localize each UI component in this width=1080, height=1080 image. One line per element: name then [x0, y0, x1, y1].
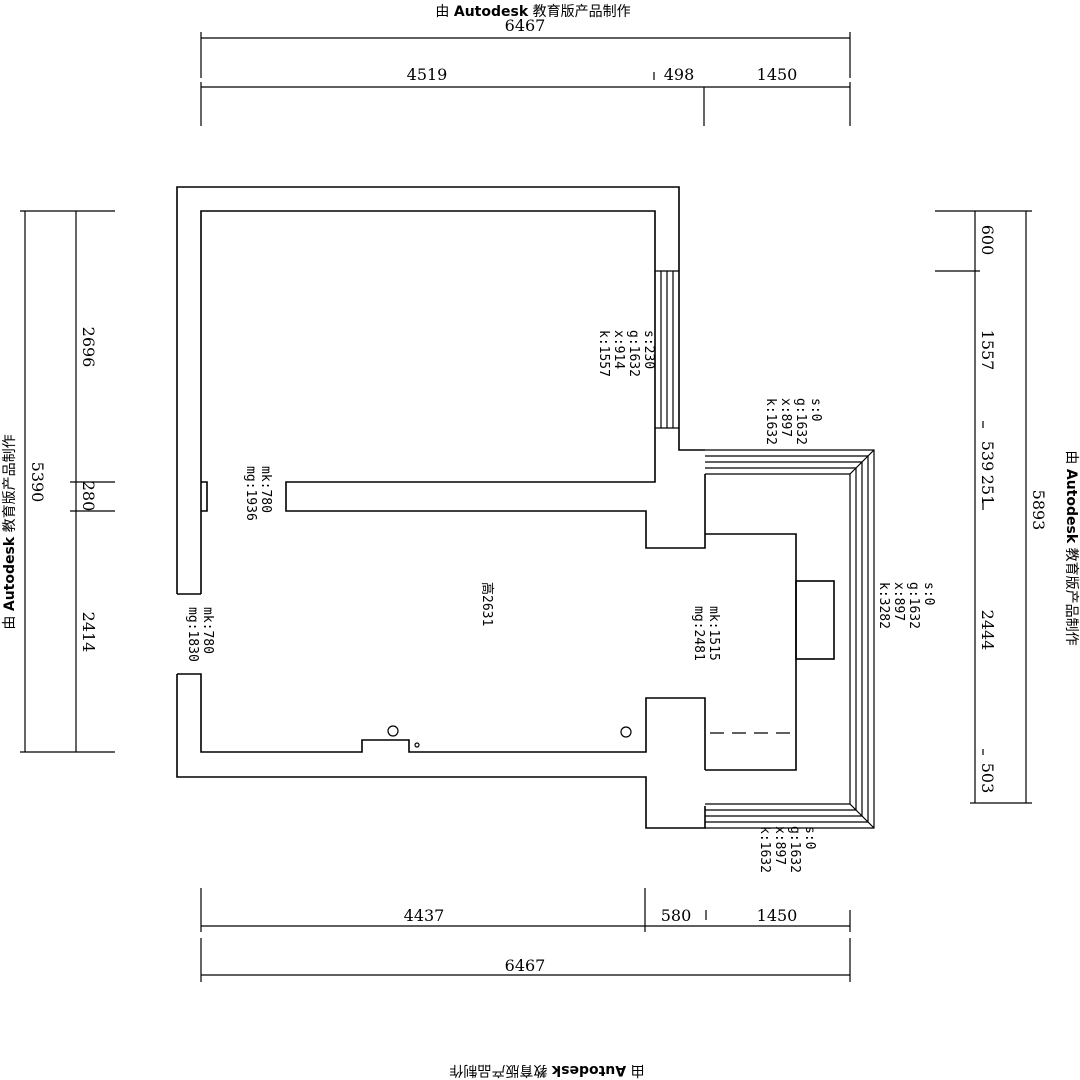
dimension-bottom: 4437 580 1450 6467: [200, 888, 851, 982]
dim-left-total: 5390: [28, 462, 47, 503]
dim-top-seg-3: 1450: [757, 65, 798, 84]
dim-top-seg-1: 4519: [407, 65, 448, 84]
watermark-top: 由 Autodesk 教育版产品制作: [435, 4, 630, 20]
walls: [176, 186, 835, 829]
svg-text:g:1632: g:1632: [626, 330, 641, 377]
svg-text:x:897: x:897: [772, 826, 787, 865]
svg-text:s:0: s:0: [808, 398, 823, 421]
annotation-window-top: s:230 g:1632 x:914 k:1557: [596, 330, 656, 377]
annotation-bay-top: s:0 g:1632 x:897 k:1632: [763, 398, 823, 445]
window-upper-right: [655, 270, 679, 429]
dim-right-seg-3: 539: [978, 441, 997, 472]
dim-right-seg-1: 600: [978, 225, 997, 256]
svg-text:s:230: s:230: [641, 330, 656, 369]
svg-text:g:1632: g:1632: [793, 398, 808, 445]
dim-bottom-seg-1: 4437: [404, 906, 445, 925]
svg-text:x:897: x:897: [891, 582, 906, 621]
svg-text:mg:2481: mg:2481: [691, 606, 706, 661]
svg-text:x:897: x:897: [778, 398, 793, 437]
dim-left-seg-3: 2414: [79, 612, 98, 653]
dim-right-seg-6: 503: [978, 763, 997, 794]
svg-text:mk:1515: mk:1515: [706, 606, 721, 661]
svg-text:k:3282: k:3282: [876, 582, 891, 629]
dimension-left: 5390 2696 280 2414: [20, 210, 115, 753]
svg-text:mk:780: mk:780: [200, 607, 215, 654]
dimension-top: 6467 4519 498 1450: [200, 16, 851, 126]
dimension-right: 600 1557 539 251 2444 503 5893: [935, 210, 1048, 804]
dim-top-seg-2: 498: [664, 65, 695, 84]
svg-text:x:914: x:914: [611, 330, 626, 369]
dim-bottom-seg-3: 1450: [757, 906, 798, 925]
annotation-door-left: mk:780 mg:1830: [185, 607, 215, 662]
annotation-opening-mid: mk:780 mg:1936: [243, 466, 273, 521]
dim-bottom-total: 6467: [505, 956, 546, 975]
svg-text:k:1632: k:1632: [763, 398, 778, 445]
annotation-bay-bottom: s:0 g:1632 x:897 k:1632: [757, 826, 817, 873]
svg-text:mk:780: mk:780: [258, 466, 273, 513]
annotation-opening-right: mk:1515 mg:2481: [691, 606, 721, 661]
dim-right-seg-2: 1557: [978, 330, 997, 371]
fixtures: [387, 725, 632, 748]
dim-left-seg-1: 2696: [79, 327, 98, 368]
watermark-right: 由 Autodesk 教育版产品制作: [1063, 450, 1079, 645]
watermark-bottom: 由 Autodesk 教育版产品制作: [449, 1062, 644, 1078]
bay-window: [705, 449, 875, 829]
svg-text:k:1632: k:1632: [757, 826, 772, 873]
svg-text:mg:1830: mg:1830: [185, 607, 200, 662]
dim-right-seg-4: 251: [978, 475, 997, 506]
dim-bottom-seg-2: 580: [661, 906, 692, 925]
dim-right-total: 5893: [1029, 490, 1048, 531]
dim-left-seg-2: 280: [79, 481, 98, 512]
dim-right-seg-5: 2444: [978, 610, 997, 651]
dim-top-total: 6467: [505, 16, 546, 35]
annotation-bay-right: s:0 g:1632 x:897 k:3282: [876, 582, 936, 629]
svg-text:k:1557: k:1557: [596, 330, 611, 377]
svg-text:g:1632: g:1632: [787, 826, 802, 873]
annotation-room-height: 高2631: [479, 582, 495, 626]
svg-text:s:0: s:0: [802, 826, 817, 849]
svg-text:mg:1936: mg:1936: [243, 466, 258, 521]
svg-text:s:0: s:0: [921, 582, 936, 605]
svg-text:g:1632: g:1632: [906, 582, 921, 629]
watermark-left: 由 Autodesk 教育版产品制作: [2, 434, 18, 629]
